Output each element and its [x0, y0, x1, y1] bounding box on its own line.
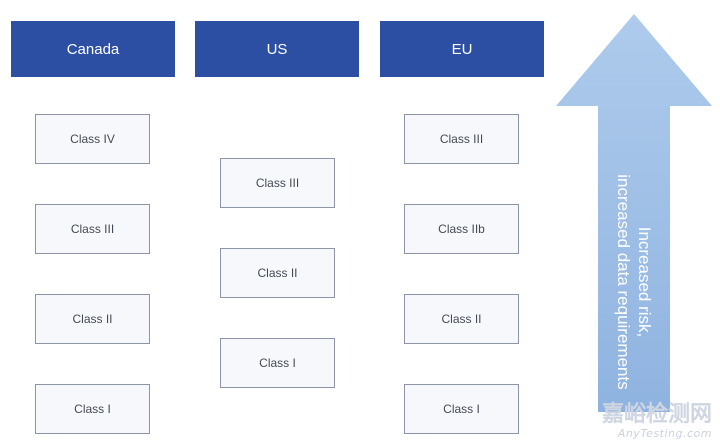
header-canada: Canada	[11, 21, 175, 77]
up-arrow-icon	[556, 14, 712, 412]
canada-class-iii-box: Class III	[35, 204, 150, 254]
canada-class-ii-box: Class II	[35, 294, 150, 344]
canada-class-iv-box: Class IV	[35, 114, 150, 164]
arrow-label-line-1: Increased risk,	[635, 226, 654, 338]
watermark-chinese: 嘉峪检测网	[601, 402, 712, 427]
us-class-i-box: Class I	[220, 338, 335, 388]
eu-class-i-box: Class I	[404, 384, 519, 434]
canada-class-i-box: Class I	[35, 384, 150, 434]
arrow-label-line-2: increased data requirements	[614, 174, 633, 390]
us-class-ii-box: Class II	[220, 248, 335, 298]
eu-class-iii-box: Class III	[404, 114, 519, 164]
eu-class-iib-box: Class IIb	[404, 204, 519, 254]
watermark: 嘉峪检测网 AnyTesting.com	[601, 402, 712, 441]
eu-class-ii-box: Class II	[404, 294, 519, 344]
us-class-iii-box: Class III	[220, 158, 335, 208]
watermark-english: AnyTesting.com	[617, 427, 712, 440]
arrow-label: Increased risk, increased data requireme…	[613, 132, 655, 432]
header-eu: EU	[380, 21, 544, 77]
header-us: US	[195, 21, 359, 77]
increased-risk-arrow: Increased risk, increased data requireme…	[556, 14, 712, 412]
